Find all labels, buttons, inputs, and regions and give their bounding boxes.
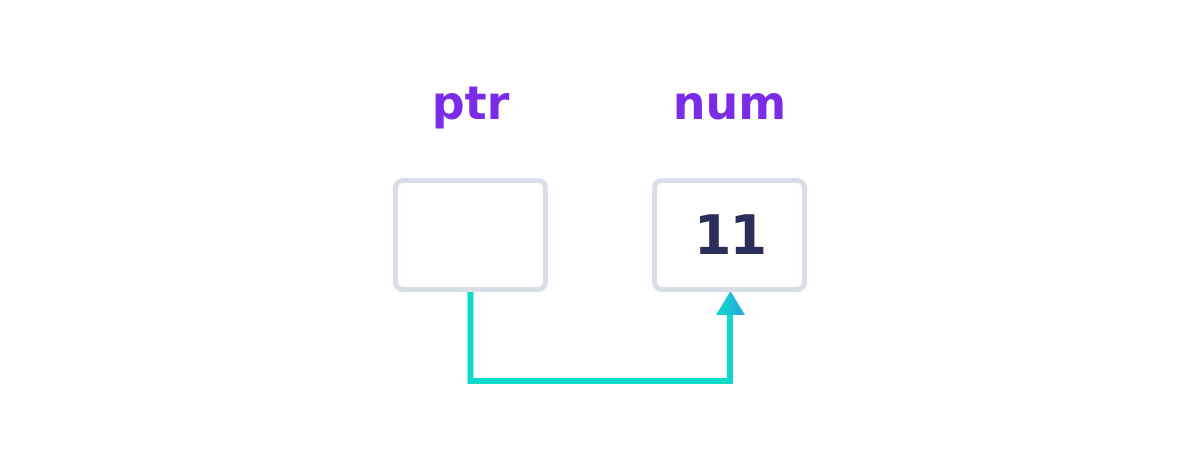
num-box: 11 xyxy=(652,178,807,292)
ptr-label: ptr xyxy=(431,76,510,130)
num-label: num xyxy=(672,76,787,130)
arrowhead xyxy=(716,291,745,315)
num-value: 11 xyxy=(693,203,767,267)
ptr-box xyxy=(393,178,548,292)
arrow-path xyxy=(467,290,733,384)
